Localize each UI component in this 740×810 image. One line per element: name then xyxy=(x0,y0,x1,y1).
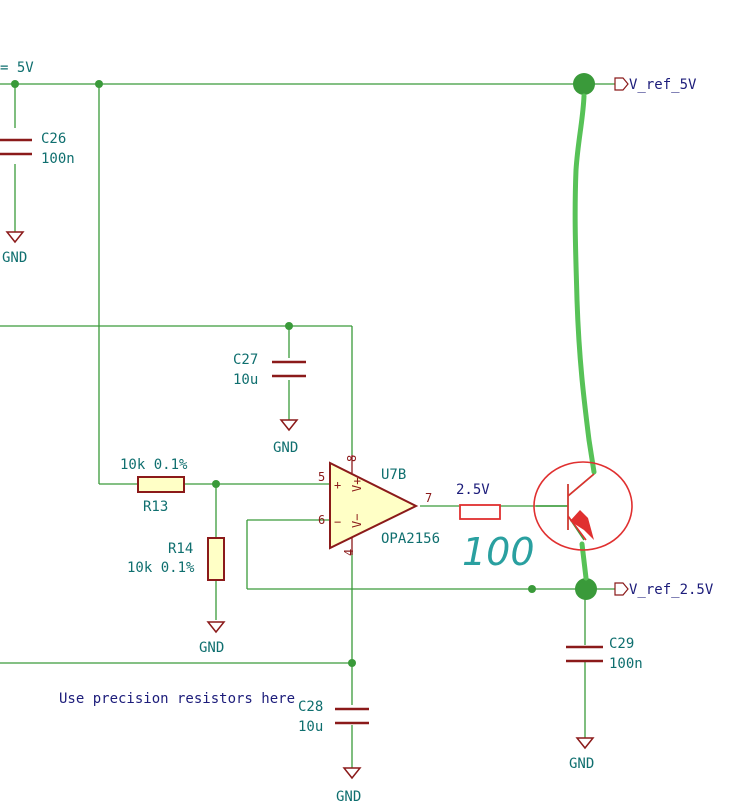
vplus-label: V+ xyxy=(350,478,364,492)
capacitor-c26[interactable]: C26 100n xyxy=(0,131,75,167)
capacitor-c27[interactable]: C27 10u xyxy=(233,352,306,388)
annotation-red-arrow xyxy=(570,510,594,540)
power-label: = 5V xyxy=(0,60,34,76)
r14-value: 10k 0.1% xyxy=(127,560,195,576)
pin-6: 6 xyxy=(318,513,325,527)
minus-sign: − xyxy=(334,515,341,529)
pin-5: 5 xyxy=(318,470,325,484)
pin-4: 4 xyxy=(342,549,356,556)
resistor-r13[interactable]: 10k 0.1% R13 xyxy=(120,457,188,515)
gnd-symbol-r14: GND xyxy=(199,621,226,656)
hand-annotations: 100 xyxy=(459,93,633,581)
junction-dot xyxy=(11,80,19,88)
plus-sign: + xyxy=(334,478,341,492)
gnd-symbol-c29: GND xyxy=(569,737,595,772)
hier-label-vref5[interactable]: V_ref_5V xyxy=(614,77,697,93)
gnd-symbol-c28: GND xyxy=(336,767,362,805)
capacitor-c28[interactable]: C28 10u xyxy=(298,699,369,735)
annotation-red-resistor xyxy=(459,504,501,520)
gnd-symbol-c26: GND xyxy=(2,231,27,266)
annotation-green-wire-top xyxy=(572,93,597,475)
capacitor-c29[interactable]: C29 100n xyxy=(566,636,643,672)
hier-label-vref25[interactable]: V_ref_2.5V xyxy=(614,582,714,598)
junction-dot xyxy=(528,585,536,593)
vminus-label: V− xyxy=(350,514,364,528)
junction-dot xyxy=(212,480,220,488)
gnd-label: GND xyxy=(336,789,361,805)
c28-ref: C28 xyxy=(298,699,323,715)
note-text: Use precision resistors here xyxy=(59,691,295,707)
c26-ref: C26 xyxy=(41,131,66,147)
c26-value: 100n xyxy=(41,151,75,167)
pin-7: 7 xyxy=(425,491,432,505)
annotation-green-wire-bottom xyxy=(579,541,589,581)
gnd-label: GND xyxy=(273,440,298,456)
gnd-label: GND xyxy=(199,640,224,656)
c28-value: 10u xyxy=(298,719,323,735)
r13-ref: R13 xyxy=(143,499,168,515)
r14-ref: R14 xyxy=(168,541,193,557)
annotation-red-circle xyxy=(533,461,633,551)
junction-dot xyxy=(95,80,103,88)
junctions xyxy=(11,73,597,667)
resistor-r14[interactable]: R14 10k 0.1% xyxy=(127,537,225,581)
wires xyxy=(0,83,615,768)
junction-large-dot xyxy=(573,73,595,95)
c27-value: 10u xyxy=(233,372,258,388)
annotation-value-text: 100 xyxy=(462,530,535,574)
c27-ref: C27 xyxy=(233,352,258,368)
u7-ref: U7B xyxy=(381,467,406,483)
r13-value: 10k 0.1% xyxy=(120,457,188,473)
u7-value: OPA2156 xyxy=(381,531,440,547)
gnd-label: GND xyxy=(569,756,594,772)
junction-large-dot xyxy=(575,578,597,600)
c29-value: 100n xyxy=(609,656,643,672)
gnd-label: GND xyxy=(2,250,27,266)
net-label-2v5: 2.5V xyxy=(456,482,490,498)
gnd-symbol-c27: GND xyxy=(273,419,299,456)
junction-dot xyxy=(348,659,356,667)
opamp-u7b[interactable]: 5 6 7 8 4 + − V+ V− U7B OPA2156 xyxy=(318,455,440,556)
c29-ref: C29 xyxy=(609,636,634,652)
pin-8: 8 xyxy=(345,455,359,462)
vref5-label: V_ref_5V xyxy=(629,77,697,93)
junction-dot xyxy=(285,322,293,330)
vref25-label: V_ref_2.5V xyxy=(629,582,714,598)
